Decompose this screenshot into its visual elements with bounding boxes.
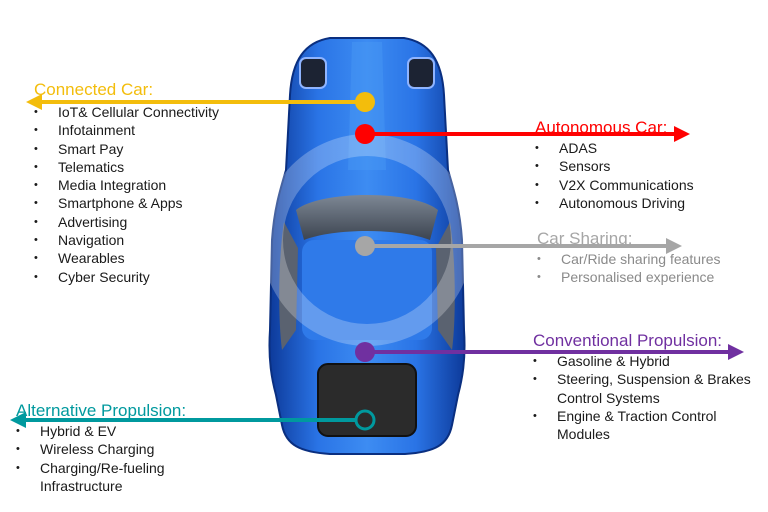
alternative-propulsion-group: Alternative Propulsion: Hybrid & EV Wire… [16, 401, 216, 495]
list-item: Autonomous Driving [535, 194, 694, 213]
list-item: Engine & Traction Control Modules [533, 407, 732, 444]
headlight-left [299, 57, 327, 89]
list-item: Navigation [34, 231, 219, 250]
conventional-propulsion-list: Gasoline & Hybrid Steering, Suspension &… [533, 352, 763, 443]
connected-car-title: Connected Car: [34, 80, 154, 99]
list-item: V2X Communications [535, 176, 694, 195]
alternative-propulsion-list: Hybrid & EV Wireless Charging Charging/R… [16, 422, 216, 495]
list-item: Telematics [34, 158, 219, 177]
connector-alternative-dot [354, 409, 376, 431]
connector-autonomous-arrowhead [674, 126, 690, 142]
list-item: Personalised experience [537, 268, 721, 287]
list-item: Gasoline & Hybrid [533, 352, 763, 371]
headlight-right [407, 57, 435, 89]
conventional-propulsion-group: Conventional Propulsion: Gasoline & Hybr… [533, 331, 763, 443]
connector-connected-dot [355, 92, 375, 112]
connector-autonomous [355, 124, 690, 144]
car-sharing-title: Car Sharing: [537, 229, 633, 248]
autonomous-car-group: Autonomous Car: ADAS Sensors V2X Communi… [535, 118, 694, 212]
car-sharing-group: Car Sharing: Car/Ride sharing features P… [537, 229, 721, 287]
list-item: IoT& Cellular Connectivity [34, 103, 219, 122]
list-item: Wearables [34, 249, 219, 268]
list-item: Smart Pay [34, 140, 219, 159]
list-item: Media Integration [34, 176, 219, 195]
window-left [279, 222, 298, 350]
list-item: Infotainment [34, 121, 219, 140]
list-item: Charging/Re-fueling Infrastructure [16, 459, 190, 496]
connector-autonomous-dot [355, 124, 375, 144]
autonomous-car-title: Autonomous Car: [535, 118, 668, 137]
connected-car-group: Connected Car: IoT& Cellular Connectivit… [34, 80, 219, 286]
connector-conventional-dot [355, 342, 375, 362]
list-item: Hybrid & EV [16, 422, 216, 441]
list-item: Cyber Security [34, 268, 219, 287]
roof [302, 240, 432, 340]
car-sharing-list: Car/Ride sharing features Personalised e… [537, 250, 721, 287]
autonomous-car-list: ADAS Sensors V2X Communications Autonomo… [535, 139, 694, 212]
conventional-propulsion-title: Conventional Propulsion: [533, 331, 723, 350]
list-item: ADAS [535, 139, 694, 158]
window-right [436, 222, 455, 350]
list-item: Steering, Suspension & Brakes Control Sy… [533, 370, 763, 407]
watermark-logo [261, 134, 473, 346]
list-item: Wireless Charging [16, 440, 216, 459]
list-item: Sensors [535, 157, 694, 176]
connected-car-list: IoT& Cellular Connectivity Infotainment … [34, 103, 219, 286]
list-item: Smartphone & Apps [34, 194, 219, 213]
alternative-propulsion-title: Alternative Propulsion: [16, 401, 187, 420]
list-item: Advertising [34, 213, 219, 232]
connector-sharing-dot [355, 236, 375, 256]
windshield [296, 195, 438, 240]
list-item: Car/Ride sharing features [537, 250, 721, 269]
